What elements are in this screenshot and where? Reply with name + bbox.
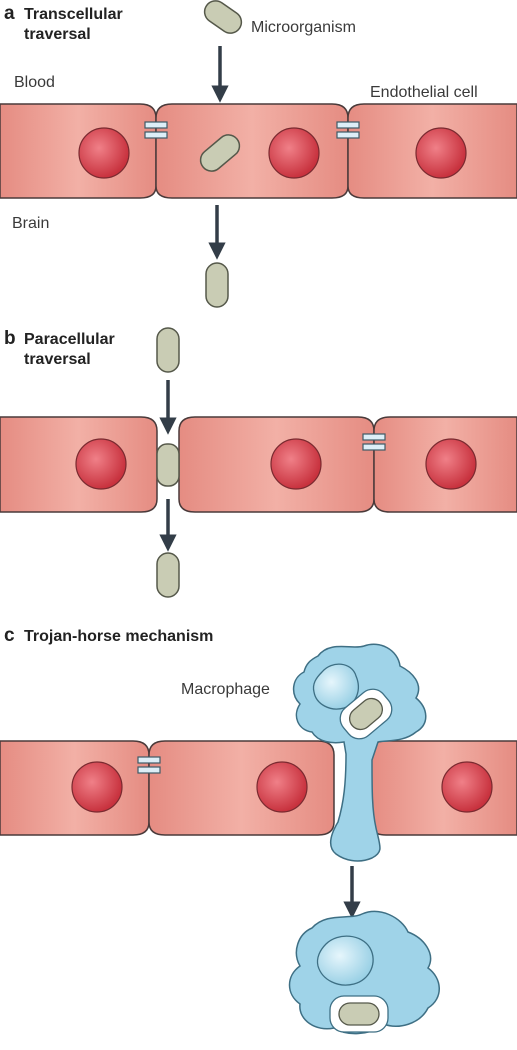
panel-c: c Trojan-horse mechanism Macrophage (0, 625, 517, 1035)
nucleus (270, 438, 322, 490)
panel-a-letter: a (4, 3, 15, 24)
microorganism-incoming (156, 327, 180, 373)
nucleus (75, 438, 127, 490)
tight-junction (336, 121, 360, 139)
tight-junction (362, 433, 386, 451)
macrophage-nucleus (312, 663, 359, 710)
panel-b-title-line1: Paracellular (24, 331, 115, 348)
microorganism-in-cell (199, 134, 241, 172)
tight-junction (137, 756, 161, 774)
panel-a: a Transcellular traversal Microorganism … (0, 0, 517, 308)
panel-a-title-line1: Transcellular (24, 6, 123, 23)
panel-c-letter: c (4, 625, 15, 646)
panel-c-title: Trojan-horse mechanism (24, 628, 213, 645)
blood-label: Blood (14, 74, 55, 91)
panel-b-letter: b (4, 328, 16, 349)
microorganism-in-macrophage (348, 697, 384, 731)
microorganism-between-cells (156, 443, 180, 487)
panel-b-title-line2: traversal (24, 351, 91, 368)
macrophage-nucleus (316, 935, 374, 986)
microorganism-outgoing (205, 262, 229, 308)
nucleus (71, 761, 123, 813)
microorganism-in-macrophage (338, 1002, 380, 1026)
macrophage-label: Macrophage (181, 681, 270, 698)
microorganism-label: Microorganism (251, 19, 356, 36)
nucleus (441, 761, 493, 813)
nucleus (78, 127, 130, 179)
nucleus (425, 438, 477, 490)
tight-junction (144, 121, 168, 139)
endothelial-cell-label: Endothelial cell (370, 84, 478, 101)
panel-a-title-line2: traversal (24, 26, 91, 43)
nucleus (268, 127, 320, 179)
nucleus (256, 761, 308, 813)
panel-b: b Paracellular traversal (0, 327, 517, 598)
endothelial-cell (0, 103, 157, 199)
microorganism-outgoing (156, 552, 180, 598)
microorganism-incoming (203, 0, 243, 34)
nucleus (415, 127, 467, 179)
brain-label: Brain (12, 215, 49, 232)
